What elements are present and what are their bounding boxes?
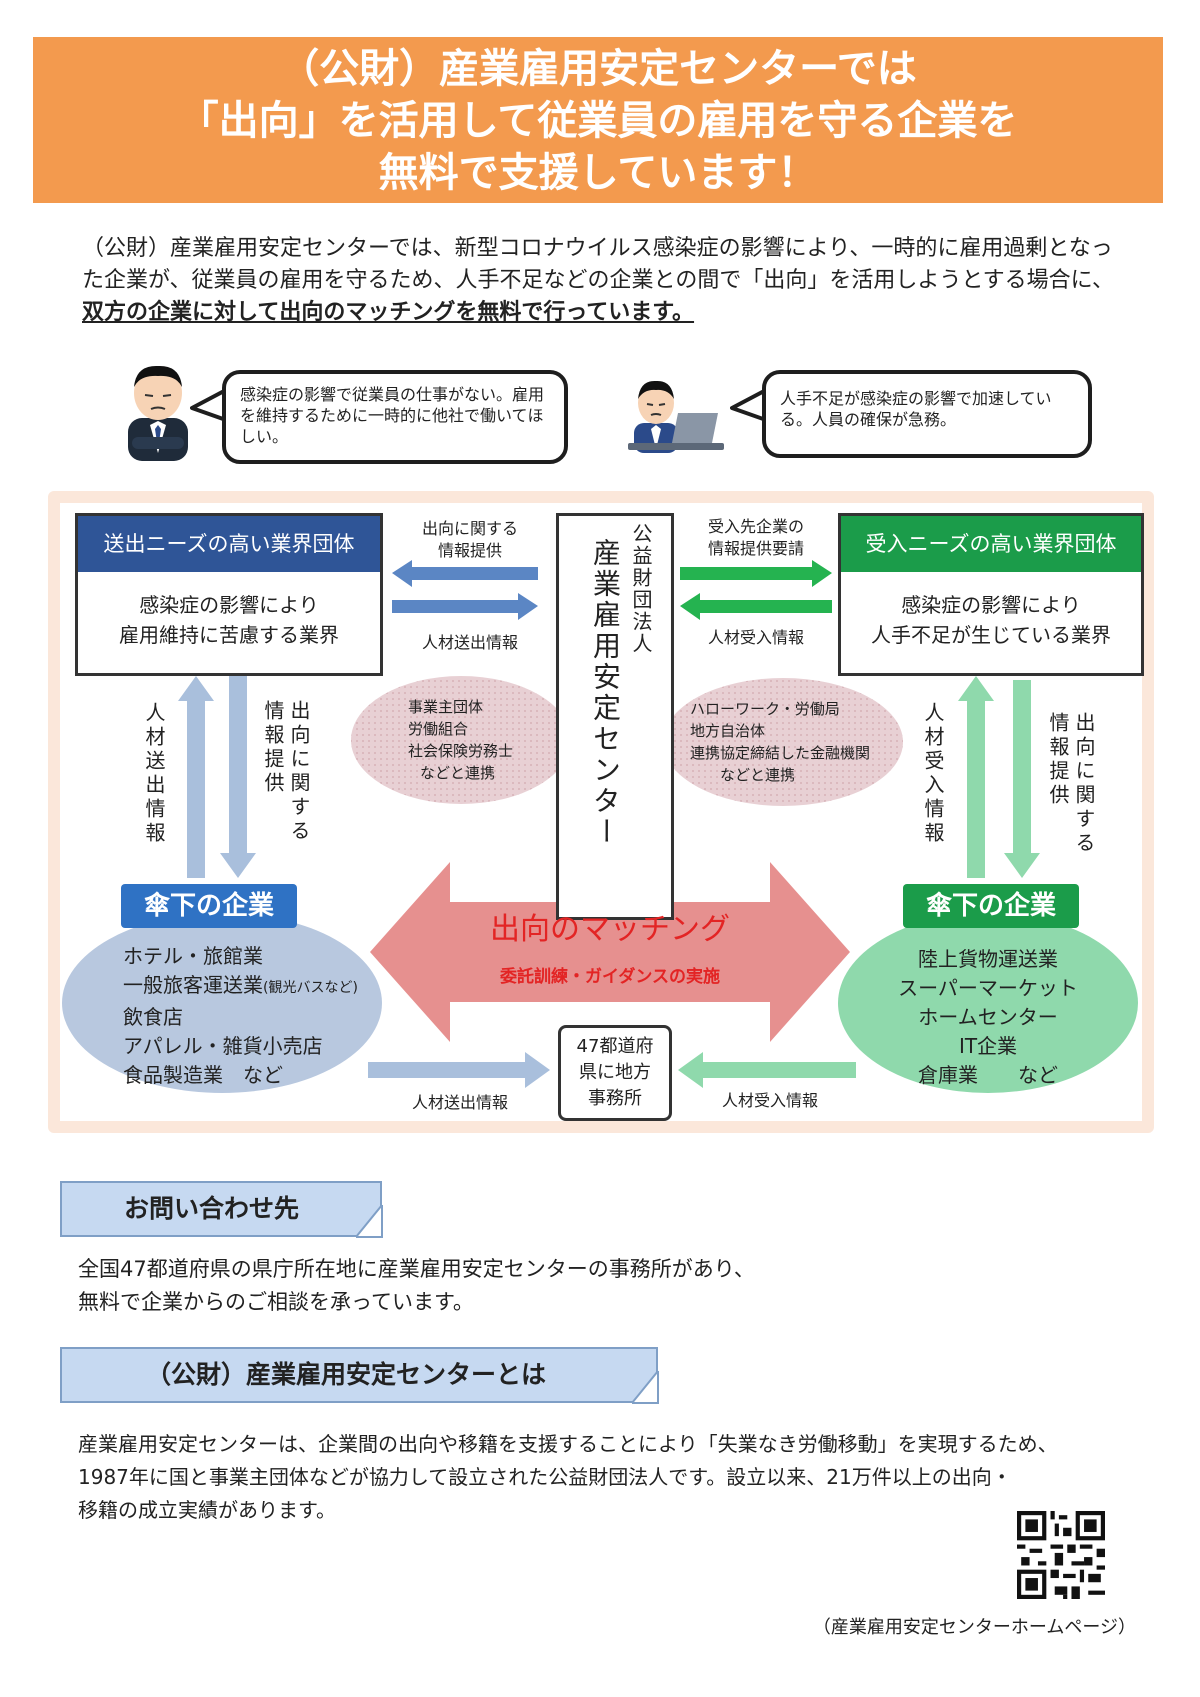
arrow-right-down [1004,680,1040,878]
right-partner-list: ハローワーク・労働局 地方自治体 連携協定締結した金融機関 などと連携 [690,698,890,786]
left-partner-2: 労働組合 [408,720,469,738]
speech-bubble-right: 人手不足が感染症の影響で加速している。人員の確保が急務。 [762,370,1092,458]
arrow-receiver-to-center [680,593,832,620]
right-company-5: 倉庫業 など [918,1063,1058,1087]
left-subsidiary-tag: 傘下の企業 [121,884,297,928]
left-company-3: 飲食店 [123,1005,183,1029]
banner-line-1: （公財）産業雇用安定センターでは [279,46,917,92]
left-companies-oval [62,913,382,1093]
left-company-1: ホテル・旅館業 [123,944,263,968]
worried-manager-icon [128,365,188,461]
right-companies-oval [838,913,1138,1093]
label-receiver-info: 人材受入情報 [707,628,804,647]
receiver-industry-head: 受入ニーズの高い業界団体 [841,516,1141,572]
intro-text: （公財）産業雇用安定センターでは、新型コロナウイルス感染症の影響により、一時的に… [82,236,1115,293]
speech-bubble-left: 感染症の影響で従業員の仕事がない。雇用を維持するために一時的に他社で働いてほしい… [222,370,568,464]
left-partner-ellipse [351,676,571,804]
office-line-3: 事務所 [588,1088,642,1109]
bubble-right-text: 人手不足が感染症の影響で加速している。人員の確保が急務。 [780,389,1052,429]
arrow-sender-to-center [392,593,538,620]
center-organization-box [556,513,674,920]
label-info-provision-left: 出向に関する 情報提供 [400,518,540,562]
about-line-1: 産業雇用安定センターは、企業間の出向や移籍を支援することにより「失業なき労働移動… [78,1432,1058,1456]
intro-highlight: 双方の企業に対して出向のマッチングを無料で行っています。 [82,300,695,325]
qr-caption: （産業雇用安定センターホームページ） [812,1617,1136,1638]
sender-industry-body-2: 雇用維持に苦慮する業界 [119,623,339,647]
label-request-right-2: 情報提供要請 [707,539,804,558]
about-line-3: 移籍の成立実績があります。 [78,1498,336,1522]
label-bottom-receiver: 人材受入情報 [721,1091,818,1110]
right-companies-list: 陸上貨物運送業 スーパーマーケット ホームセンター IT企業 倉庫業 など [888,945,1088,1090]
about-text: 産業雇用安定センターは、企業間の出向や移籍を支援することにより「失業なき労働移動… [78,1428,1158,1527]
left-company-2: 一般旅客運送業 [123,973,263,997]
vlabel-right-info: 出向に関する情報提供 [1046,712,1096,856]
center-org-type: 公益財団法人 [629,523,653,655]
receiver-industry-body-2: 人手不足が生じている業界 [871,623,1111,647]
contact-heading: お問い合わせ先 [60,1181,382,1237]
header-banner: （公財）産業雇用安定センターでは 「出向」を活用して従業員の雇用を守る企業を 無… [33,37,1163,203]
contact-line-1: 全国47都道府県の県庁所在地に産業雇用安定センターの事務所があり、 [78,1257,755,1281]
right-company-3: ホームセンター [918,1005,1058,1029]
label-info-provision-left-1: 出向に関する [421,519,518,538]
heading-fold-icon [356,1205,383,1238]
label-request-right-1: 受入先企業の [707,517,804,536]
contact-text: 全国47都道府県の県庁所在地に産業雇用安定センターの事務所があり、 無料で企業か… [78,1253,1128,1319]
vlabel-left-sender: 人材送出情報 [142,702,166,846]
qr-code-icon[interactable] [1017,1511,1105,1599]
vlabel-right-receiver: 人材受入情報 [921,702,945,846]
arrow-right-up [958,676,994,878]
regional-office-box: 47都道府 県に地方 事務所 [558,1025,672,1121]
about-heading: （公財）産業雇用安定センターとは [60,1347,658,1403]
sender-industry-box: 送出ニーズの高い業界団体 感染症の影響により 雇用維持に苦慮する業界 [75,513,383,676]
office-line-1: 47都道府 [576,1036,654,1057]
right-company-4: IT企業 [958,1034,1018,1058]
left-companies-list: ホテル・旅館業 一般旅客運送業(観光バスなど) 飲食店 アパレル・雑貨小売店 食… [123,942,383,1090]
banner-line-3: 無料で支援しています！ [378,150,818,196]
left-company-2-note: (観光バスなど) [263,980,358,996]
banner-line-2: 「出向」を活用して従業員の雇用を守る企業を [178,98,1018,144]
office-line-2: 県に地方 [579,1062,651,1083]
left-partner-3: 社会保険労務士 [408,742,514,760]
right-partner-2: 地方自治体 [690,722,766,740]
left-company-2-row: 一般旅客運送業(観光バスなど) [123,971,383,1003]
arrow-left-to-sender [392,560,538,587]
left-company-4: アパレル・雑貨小売店 [123,1034,323,1058]
label-info-provision-left-2: 情報提供 [437,541,502,560]
heading-fold-icon-2 [632,1371,659,1404]
contact-line-2: 無料で企業からのご相談を承っています。 [78,1290,474,1314]
left-partner-list: 事業主団体 労働組合 社会保険労務士 などと連携 [408,696,548,784]
left-company-5: 食品製造業 など [123,1063,283,1087]
right-subsidiary-tag: 傘下の企業 [903,884,1079,928]
bubble-left-text: 感染症の影響で従業員の仕事がない。雇用を維持するために一時的に他社で働いてほしい… [240,385,545,446]
sender-industry-body-1: 感染症の影響により [139,593,319,617]
right-company-1: 陸上貨物運送業 [918,947,1058,971]
arrow-center-to-receiver [680,560,832,587]
right-partner-ellipse [663,678,903,806]
intro-paragraph: （公財）産業雇用安定センターでは、新型コロナウイルス感染症の影響により、一時的に… [82,233,1132,329]
label-bottom-sender: 人材送出情報 [411,1093,508,1112]
left-partner-4: などと連携 [420,764,496,782]
matching-title: 出向のマッチング [490,912,730,947]
arrow-bottom-right [678,1052,856,1088]
right-partner-1: ハローワーク・労働局 [690,700,840,718]
busy-worker-icon [628,380,724,453]
arrow-bottom-left [368,1052,550,1088]
sender-industry-head: 送出ニーズの高い業界団体 [78,516,380,572]
right-partner-3: 連携協定締結した金融機関 [690,744,871,762]
matching-subtitle: 委託訓練・ガイダンスの実施 [500,967,720,987]
receiver-industry-body-1: 感染症の影響により [901,593,1081,617]
label-request-right: 受入先企業の 情報提供要請 [686,516,826,560]
arrow-left-down [220,676,256,878]
arrow-left-up [178,676,214,878]
left-partner-1: 事業主団体 [408,698,484,716]
about-line-2: 1987年に国と事業主団体などが協力して設立された公益財団法人です。設立以来、2… [78,1465,1012,1489]
vlabel-left-info: 出向に関する情報提供 [261,700,311,844]
center-org-name: 産業雇用安定センター [589,538,622,848]
receiver-industry-box: 受入ニーズの高い業界団体 感染症の影響により 人手不足が生じている業界 [838,513,1144,676]
label-sender-info: 人材送出情報 [421,633,518,652]
right-partner-4: などと連携 [720,766,796,784]
right-company-2: スーパーマーケット [898,976,1078,1000]
matching-double-arrow [370,862,850,1042]
